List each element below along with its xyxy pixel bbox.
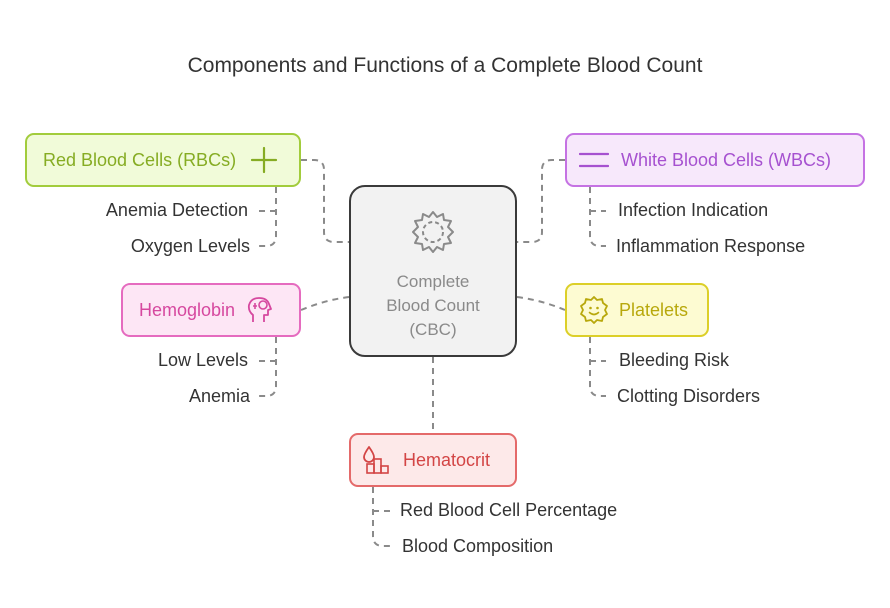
rbc-label: Red Blood Cells (RBCs) [43, 149, 237, 170]
hematocrit-node: Hematocrit [349, 433, 517, 487]
wbc-label: White Blood Cells (WBCs) [621, 149, 832, 170]
hematocrit-label: Hematocrit [403, 449, 491, 470]
cbc-center-label: Complete Blood Count (CBC) [386, 272, 480, 339]
wbc-node: White Blood Cells (WBCs) [565, 133, 865, 187]
hemoglobin-node: Hemoglobin [121, 283, 301, 337]
rbc-item-1: Anemia Detection [105, 200, 248, 220]
smiley-badge-icon [579, 295, 609, 325]
hemoglobin-item-2: Anemia [188, 386, 250, 406]
cbc-center-node: Complete Blood Count (CBC) [349, 185, 517, 357]
head-gear-icon [245, 295, 275, 325]
hematocrit-item-1: Red Blood Cell Percentage [400, 500, 618, 520]
connector-rbc [301, 159, 349, 243]
connector-platelets [516, 296, 566, 311]
hemoglobin-item-1: Low Levels [157, 350, 248, 370]
diagram-title: Components and Functions of a Complete B… [187, 54, 703, 77]
hematocrit-item-2: Blood Composition [402, 536, 554, 556]
virus-icon [408, 207, 458, 262]
rbc-node: Red Blood Cells (RBCs) [25, 133, 301, 187]
hemoglobin-label: Hemoglobin [139, 299, 236, 320]
connector-hemoglobin [300, 296, 350, 311]
drop-blocks-icon [361, 444, 393, 476]
platelets-item-2: Clotting Disorders [617, 386, 761, 406]
rbc-item-2: Oxygen Levels [130, 236, 250, 256]
plus-icon [250, 146, 278, 174]
platelets-item-1: Bleeding Risk [619, 350, 730, 370]
platelets-node: Platelets [565, 283, 709, 337]
platelets-label: Platelets [619, 299, 689, 320]
wbc-item-1: Infection Indication [618, 200, 769, 220]
lines-icon [579, 148, 609, 172]
wbc-item-2: Inflammation Response [616, 236, 806, 256]
connector-wbc [517, 159, 565, 243]
